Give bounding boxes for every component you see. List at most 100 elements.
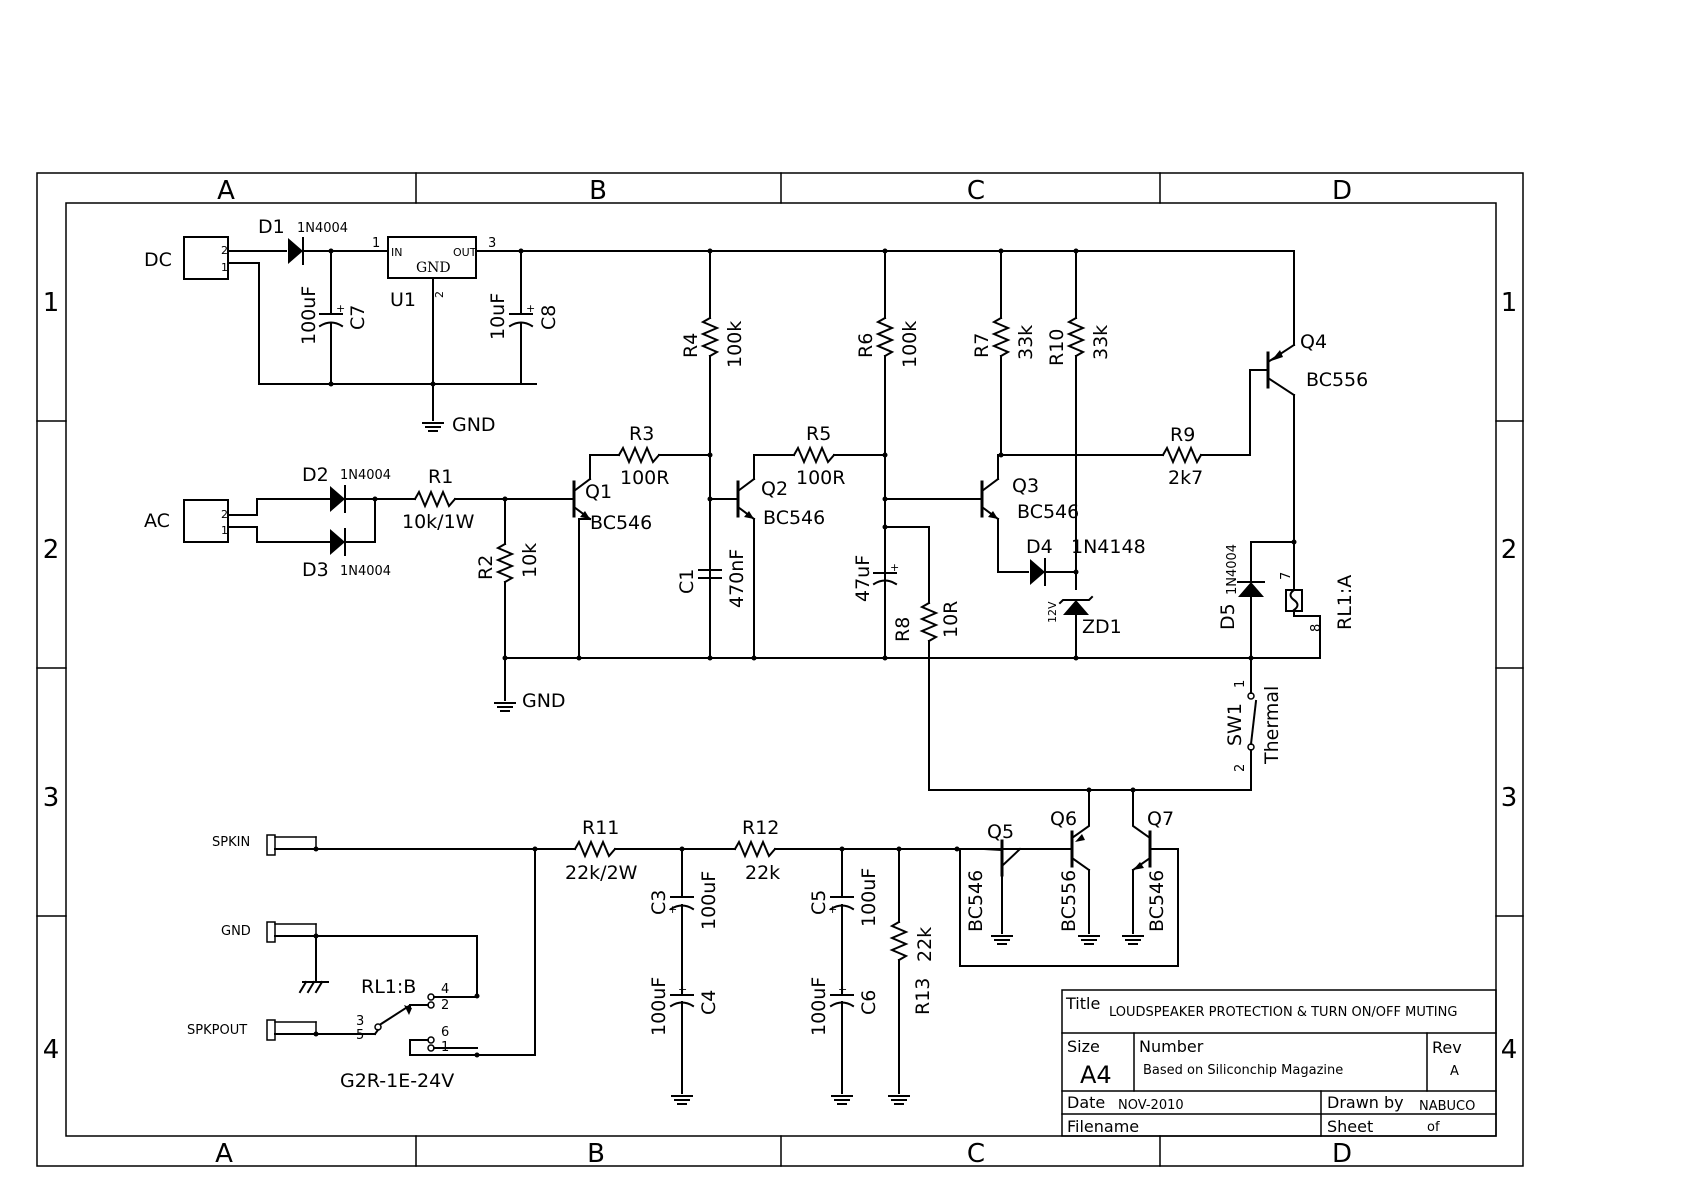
dc-connector bbox=[183, 236, 229, 280]
c3-ref: C3 bbox=[648, 890, 670, 915]
r6-value: 100k bbox=[899, 321, 921, 368]
u1-pin3: 3 bbox=[488, 236, 496, 251]
c4-value: 100uF bbox=[648, 977, 670, 1036]
r6-ref: R6 bbox=[855, 333, 877, 358]
r4-ref: R4 bbox=[680, 333, 702, 358]
spkin-label: SPKIN bbox=[212, 835, 250, 850]
rl1a-ref: RL1:A bbox=[1334, 575, 1356, 630]
r12-value: 22k bbox=[745, 862, 780, 884]
d5-ref: D5 bbox=[1217, 603, 1239, 630]
title-block: Title LOUDSPEAKER PROTECTION & TURN ON/O… bbox=[1061, 989, 1497, 1137]
c8-value: 10uF bbox=[487, 293, 509, 340]
drawing-frame: A B C D A B C D 1 2 3 4 1 2 3 4 bbox=[36, 172, 1524, 1169]
tb-number: Based on Siliconchip Magazine bbox=[1143, 1063, 1343, 1078]
d2-value: 1N4004 bbox=[340, 468, 391, 483]
resistor-r5 bbox=[792, 445, 836, 465]
resistor-r12 bbox=[733, 839, 777, 859]
resistor-r9 bbox=[1161, 445, 1203, 465]
tb-rev-label: Rev bbox=[1432, 1038, 1462, 1057]
tb-title: LOUDSPEAKER PROTECTION & TURN ON/OFF MUT… bbox=[1109, 1005, 1457, 1020]
c7-ref: C7 bbox=[347, 305, 369, 330]
tb-title-label: Title bbox=[1065, 994, 1100, 1013]
r11-value: 22k/2W bbox=[565, 862, 638, 884]
transistor-q6 bbox=[1070, 830, 1091, 872]
zd1-ref: ZD1 bbox=[1082, 616, 1122, 638]
c5-ref: C5 bbox=[808, 890, 830, 915]
r7-value: 33k bbox=[1015, 325, 1037, 360]
dc-connector-label: DC bbox=[144, 249, 172, 271]
rl1b-ref: RL1:B bbox=[361, 976, 416, 998]
tb-drawn: NABUCO bbox=[1419, 1099, 1475, 1114]
diode-d2 bbox=[330, 485, 346, 513]
r13-ref: R13 bbox=[912, 978, 934, 1015]
chassis-ground-icon bbox=[298, 980, 329, 994]
resistor-r8 bbox=[919, 601, 939, 643]
r3-value: 100R bbox=[620, 467, 669, 489]
ac-detector-section: AC 2 1 D2 1N4004 D3 1N4004 R1 10k/1W bbox=[144, 248, 1368, 793]
sw1-value: Thermal bbox=[1261, 686, 1283, 765]
transistor-q3 bbox=[980, 477, 1000, 521]
ac-pin1: 1 bbox=[221, 524, 228, 537]
transistor-q5 bbox=[983, 839, 1022, 877]
rl1a-pin8: 8 bbox=[1309, 624, 1324, 632]
zener-zd1 bbox=[1058, 595, 1094, 615]
rl1b-pin2: 2 bbox=[441, 998, 449, 1013]
q2-ref: Q2 bbox=[761, 478, 788, 500]
r10-value: 33k bbox=[1090, 325, 1112, 360]
q5-ref: Q5 bbox=[987, 821, 1014, 843]
transistor-q4 bbox=[1266, 343, 1296, 397]
sw1-ref: SW1 bbox=[1224, 703, 1246, 746]
grid-row-4-right: 4 bbox=[1501, 1035, 1518, 1065]
muting-section: SPKIN GND SPKPOUT bbox=[187, 789, 1179, 1105]
r2-value: 10k bbox=[519, 543, 541, 578]
c8-ref: C8 bbox=[538, 305, 560, 330]
c4-ref: C4 bbox=[698, 990, 720, 1015]
resistor-r3 bbox=[617, 445, 661, 465]
grid-col-d-bottom: D bbox=[1332, 1139, 1352, 1169]
capacitor-c8: + bbox=[508, 302, 535, 328]
r5-value: 100R bbox=[796, 467, 845, 489]
c6-ref: C6 bbox=[858, 990, 880, 1015]
relay-coil-rl1a bbox=[1285, 588, 1303, 612]
u1-pin1: 1 bbox=[372, 236, 380, 251]
capacitor-c3: + bbox=[668, 896, 695, 916]
gnd-label-mid: GND bbox=[522, 690, 566, 712]
rl1b-pin6: 6 bbox=[441, 1025, 449, 1040]
grid-col-b-bottom: B bbox=[587, 1139, 605, 1169]
tb-filename-label: Filename bbox=[1067, 1117, 1139, 1136]
rl1b-pin1: 1 bbox=[441, 1040, 449, 1055]
capacitor-c1 bbox=[698, 569, 722, 579]
r4-value: 100k bbox=[724, 321, 746, 368]
diode-d3 bbox=[330, 528, 346, 556]
c7-value: 100uF bbox=[298, 286, 320, 345]
r1-ref: R1 bbox=[428, 466, 453, 488]
svg-text:+: + bbox=[828, 903, 837, 916]
q3-ref: Q3 bbox=[1012, 475, 1039, 497]
resistor-r1 bbox=[413, 489, 457, 509]
diode-d1 bbox=[288, 237, 304, 265]
q4-ref: Q4 bbox=[1300, 331, 1327, 353]
resistor-r7 bbox=[991, 316, 1011, 358]
d3-ref: D3 bbox=[302, 559, 329, 581]
grid-row-3-left: 3 bbox=[43, 783, 60, 813]
rl1b-part: G2R-1E-24V bbox=[340, 1070, 454, 1092]
grid-col-c-top: C bbox=[967, 176, 985, 206]
gnd-label-top: GND bbox=[452, 414, 496, 436]
grid-col-d-top: D bbox=[1332, 176, 1352, 206]
grid-col-a-top: A bbox=[217, 176, 235, 206]
q6-value: BC556 bbox=[1058, 870, 1080, 932]
c1-ref: C1 bbox=[676, 569, 698, 594]
tb-number-label: Number bbox=[1139, 1037, 1204, 1056]
power-supply-section: DC 2 1 D1 1N4004 + 100uF C7 IN OUT GND 1… bbox=[144, 216, 1295, 436]
tb-date-label: Date bbox=[1067, 1093, 1105, 1112]
transistor-q7 bbox=[1131, 830, 1152, 872]
tb-of-label: of bbox=[1427, 1120, 1440, 1135]
transistor-q1 bbox=[572, 477, 592, 521]
tb-size: A4 bbox=[1080, 1061, 1112, 1089]
r12-ref: R12 bbox=[742, 817, 779, 839]
svg-text:+: + bbox=[678, 983, 687, 996]
spkin-jack bbox=[266, 834, 317, 856]
svg-text:+: + bbox=[668, 903, 677, 916]
resistor-r2 bbox=[495, 542, 515, 584]
svg-text:+: + bbox=[890, 561, 899, 574]
